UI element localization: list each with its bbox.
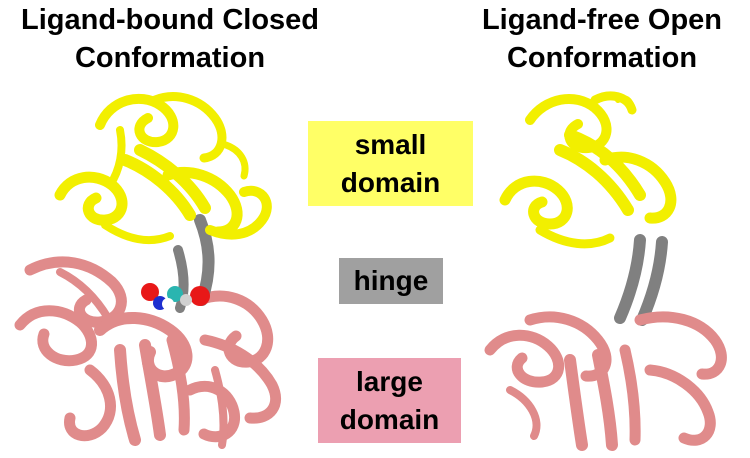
closed-conformation-structure [14,92,282,449]
large-domain-legend-line1: large [356,365,423,397]
small-domain-legend-line2: domain [340,166,441,198]
small-domain-legend: small domain [308,121,473,206]
open-title-line2: Conformation [506,42,698,74]
ligand-spheres [141,283,210,310]
large-domain-legend: large domain [318,358,461,443]
large-domain-ribbon [14,256,282,449]
open-conformation-title: Ligand-free Open Conformation [452,1,750,77]
closed-conformation-title: Ligand-bound Closed Conformation [0,1,340,77]
large-domain-ribbon [484,311,727,451]
small-domain-legend-line1: small [354,128,427,160]
hinge-legend: hinge [339,258,443,304]
small-domain-ribbon [54,92,272,245]
closed-title-line1: Ligand-bound Closed [20,4,319,36]
large-domain-legend-line2: domain [339,403,440,435]
hinge-ribbon [614,234,668,326]
open-conformation-structure [484,91,727,451]
hinge-legend-label: hinge [353,265,429,296]
closed-title-line2: Conformation [74,42,266,74]
open-title-line1: Ligand-free Open [481,4,723,36]
small-domain-ribbon [499,91,677,249]
